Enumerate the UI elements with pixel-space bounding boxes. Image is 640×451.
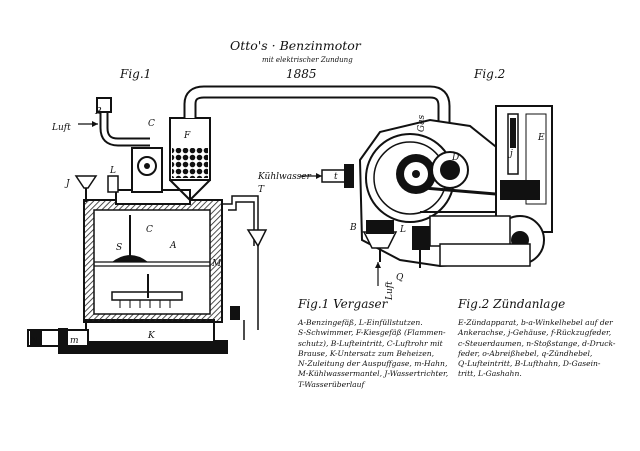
caption-line: schutz), B-Lufteintritt, C-Luftrohr mit: [298, 338, 443, 348]
caption-fig1-heading: Fig.1 Vergaser: [298, 297, 388, 311]
label-Q: Q: [396, 273, 404, 283]
label-kuehlwasser: Kühlwasser: [257, 172, 312, 182]
label-m: m: [70, 336, 79, 346]
label-B: B: [94, 107, 102, 117]
caption-fig2-heading: Fig.2 Zündanlage: [458, 297, 566, 311]
caption-line: A-Benzingefäß, L-Einfüllstutzen.: [298, 318, 423, 327]
label-luft-right: Luft: [385, 281, 395, 301]
caption-line: tritt, L-Gashahn.: [458, 369, 522, 379]
caption-line: S-Schwimmer, F-Kiesgefäß (Flammen-: [298, 328, 446, 338]
caption-line: Brause, K-Untersatz zum Beheizen,: [298, 348, 435, 358]
label-K: K: [147, 331, 156, 341]
label-S: S: [116, 243, 122, 253]
caption-line: N-Zuleitung der Auspuffgase, m-Hahn,: [298, 359, 448, 369]
caption-fig1: A-Benzingefäß, L-Einfüllstutzen. S-Schwi…: [298, 318, 448, 390]
caption-line: Q-Lufteintritt, B-Lufthahn, D-Gasein-: [458, 359, 601, 369]
caption-fig2: E-Zündapparat, b-a-Winkelhebel auf der A…: [458, 318, 616, 380]
label-C-inner: C: [146, 225, 153, 235]
caption-line: c-Steuerdaumen, n-Stoßstange, d-Druck-: [458, 338, 616, 348]
diagram-title: Otto's · Benzinmotor: [230, 38, 361, 53]
base-plate: [58, 340, 228, 354]
label-D: D: [451, 153, 459, 163]
caption-line: feder, o-Abreißhebel, q-Zündhebel,: [458, 348, 593, 358]
label-M: M: [211, 259, 222, 269]
label-L: L: [109, 166, 116, 176]
fig2-label: Fig.2: [474, 67, 506, 81]
label-L2: L: [399, 225, 406, 235]
diagram-labels: B Luft C F L J C A M K N m T S Kühlwasse…: [29, 107, 545, 346]
valve-m: [58, 328, 68, 348]
fig1-label: Fig.1: [120, 67, 152, 81]
label-t: t: [334, 172, 338, 182]
label-N: N: [29, 336, 39, 346]
label-T: T: [258, 185, 265, 195]
diagram-year: 1885: [286, 67, 317, 81]
label-luft-left: Luft: [51, 123, 71, 133]
label-J: J: [64, 179, 71, 189]
caption-line: T-Wasserüberlauf: [298, 379, 365, 389]
water-funnel-J: [74, 175, 98, 189]
diagram-subtitle: mit elektrischer Zundung: [262, 56, 353, 64]
caption-line: Ankerachse, j-Gehäuse, f-Rückzugfeder,: [458, 328, 612, 338]
air-valve-B: [96, 97, 112, 113]
caption-line: M-Kühlwassermantel, J-Wassertrichter,: [298, 369, 449, 379]
label-j: j: [508, 149, 513, 159]
label-F: F: [183, 131, 191, 141]
caption-line: E-Zündapparat, b-a-Winkelhebel auf der: [458, 318, 613, 327]
label-E: E: [537, 133, 545, 143]
label-C: C: [148, 119, 155, 129]
label-B2: B: [349, 223, 357, 233]
fig1-carburetor: [27, 85, 451, 354]
pipe-flange: [30, 331, 42, 345]
fig2-ignition: [300, 105, 553, 286]
label-gas: Gas: [417, 114, 427, 132]
label-A: A: [169, 241, 177, 251]
